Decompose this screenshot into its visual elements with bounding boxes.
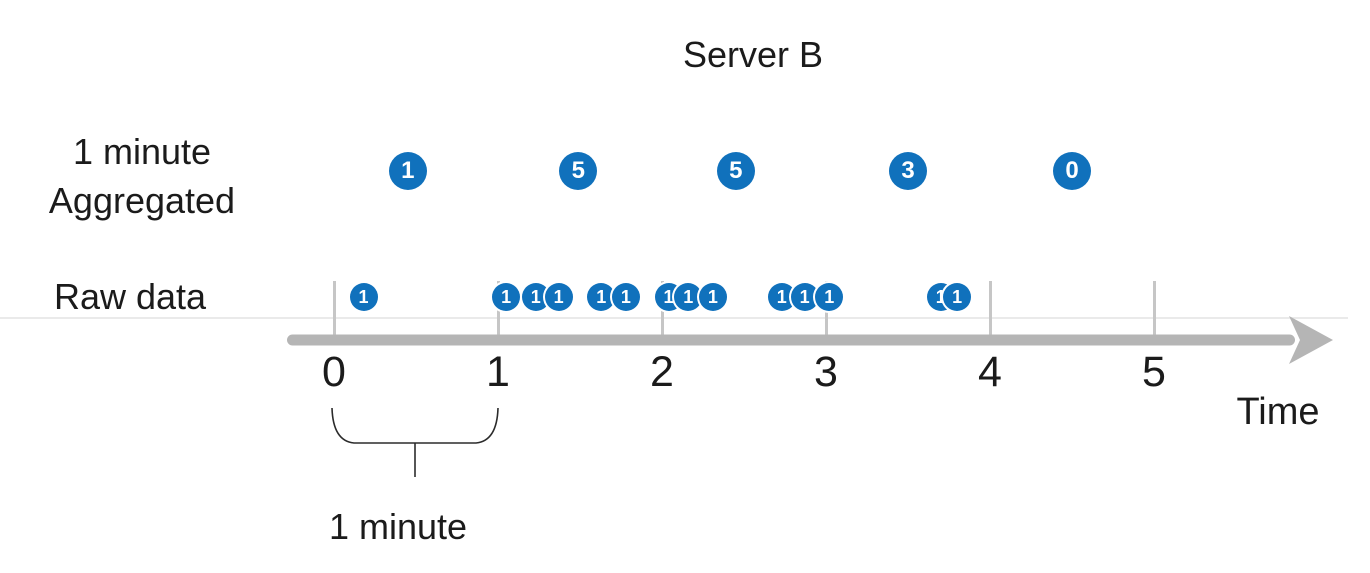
- raw-data-circle: 1: [544, 283, 573, 311]
- timeline-shaft: [287, 334, 1295, 346]
- raw-data-circle: 1: [349, 283, 378, 311]
- axis-tick-label: 0: [322, 348, 346, 396]
- aggregated-circle: 5: [559, 152, 598, 190]
- raw-data-circle: 1: [492, 283, 521, 311]
- raw-row-label: Raw data: [53, 276, 207, 317]
- raw-data-circle: 1: [698, 283, 727, 311]
- axis-tick-label: 5: [1142, 348, 1166, 396]
- raw-data-circle: 1: [815, 283, 844, 311]
- axis-tick: [988, 281, 992, 341]
- axis-tick-label: 1: [486, 348, 510, 396]
- axis-tick: [332, 281, 336, 341]
- raw-data-circle: 1: [790, 283, 819, 311]
- aggregated-row-label: 1 minute Aggregated: [12, 127, 272, 225]
- axis-tick-label: 4: [978, 348, 1002, 396]
- time-axis-label: Time: [1236, 391, 1320, 433]
- axis-tick: [660, 281, 664, 341]
- aggregated-circle: 5: [716, 152, 755, 190]
- brace-label: 1 minute: [328, 506, 468, 547]
- axis-tick: [496, 281, 500, 341]
- raw-data-circle: 1: [943, 283, 972, 311]
- aggregated-circle: 0: [1053, 152, 1091, 190]
- raw-data-circle: 1: [611, 283, 640, 311]
- raw-data-circle: 1: [587, 283, 616, 311]
- aggregated-label-line2: Aggregated: [48, 180, 236, 221]
- axis-tick-label: 3: [814, 348, 838, 396]
- aggregated-label-line1: 1 minute: [72, 131, 212, 172]
- axis-tick: [824, 281, 828, 341]
- diagram-title: Server B: [682, 34, 824, 75]
- axis-tick-label: 2: [650, 348, 674, 396]
- brace-curve: [331, 407, 499, 444]
- raw-data-circle: 1: [674, 283, 703, 311]
- aggregated-circle: 1: [388, 152, 427, 190]
- aggregated-circle: 3: [889, 152, 927, 190]
- baseline-guide-line: [0, 317, 1348, 319]
- timeline-arrowhead-icon: [1289, 316, 1333, 364]
- axis-tick: [1152, 281, 1156, 341]
